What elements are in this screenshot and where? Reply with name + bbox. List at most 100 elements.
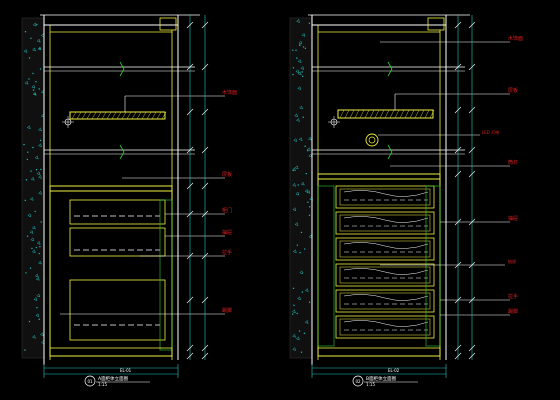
shelf-hatch-line (101, 111, 107, 120)
hatch-dot (25, 179, 28, 181)
dim-tick (186, 296, 194, 304)
right-wall-hatch-dots (291, 18, 314, 353)
dim-tick (468, 352, 476, 360)
hatch-triangle (295, 69, 300, 74)
hatch-dot (28, 78, 30, 80)
hatch-dot (34, 210, 36, 213)
hatch-triangle (26, 125, 31, 130)
dim-tick (201, 21, 209, 29)
hatch-triangle (294, 222, 299, 226)
right-elevation: 木饰面 层板 LED 灯带 筒灯 抽屉 抽屉 拉手 踢脚 (289, 14, 523, 387)
hatch-dot (26, 235, 29, 237)
hatch-triangle (33, 297, 38, 301)
hatch-dot (36, 307, 38, 309)
dim-tick (454, 261, 462, 269)
left-shelf-hatch (71, 111, 167, 120)
hatch-triangle (304, 188, 309, 193)
hatch-dot (32, 72, 34, 75)
right-title: B面柜体立面图 (366, 375, 397, 382)
hatch-dot (296, 244, 298, 246)
shelf-hatch-line (424, 109, 430, 119)
shelf-hatch-line (111, 111, 117, 120)
left-plinth (49, 347, 173, 357)
hatch-triangle (35, 313, 40, 317)
right-callout-2: 层板 (508, 87, 518, 94)
drawer-inner (339, 240, 431, 258)
right-break-symbol-2 (387, 144, 393, 160)
hatch-dot (307, 201, 309, 203)
hatch-triangle (296, 18, 301, 23)
hatch-triangle (295, 117, 300, 122)
hatch-dot (301, 75, 304, 78)
dim-tick (186, 146, 194, 154)
hatch-triangle (38, 190, 42, 195)
right-callout-7: 踢脚 (508, 308, 518, 315)
dim-tick (186, 182, 194, 190)
right-callout-5: 抽屉 (508, 258, 516, 264)
shelf-hatch-line (359, 109, 365, 119)
dim-tick (468, 170, 476, 178)
right-downlight-outer (365, 133, 379, 147)
drawer-side-panel (317, 185, 335, 347)
hatch-dot (39, 245, 41, 248)
drawer-front (335, 237, 435, 261)
left-door (69, 279, 166, 341)
hatch-triangle (38, 127, 42, 132)
left-break-symbol-2 (119, 144, 125, 160)
hatch-triangle (31, 84, 36, 89)
hatch-triangle (304, 319, 309, 324)
hatch-dot (40, 221, 42, 223)
hatch-dot (304, 248, 306, 250)
right-callout-1: 木饰面 (508, 35, 523, 42)
hatch-triangle (32, 47, 36, 52)
dim-tick (186, 252, 194, 260)
drawer-grain (343, 242, 429, 249)
right-scale: 1:15 (366, 382, 375, 387)
hatch-dot (39, 47, 41, 50)
left-sheet-code: EL-01 (120, 368, 132, 373)
dim-tick (468, 21, 476, 29)
dim-tick (201, 296, 209, 304)
drawer-grain (343, 216, 429, 223)
hatch-triangle (292, 167, 296, 172)
hatch-dot (35, 169, 38, 171)
hatch-dot (26, 158, 29, 161)
hatch-dot (307, 150, 309, 152)
hatch-dot (29, 267, 32, 269)
dim-tick (468, 261, 476, 269)
shelf-hatch-line (419, 109, 425, 119)
hatch-dot (309, 206, 311, 208)
hatch-triangle (30, 176, 35, 181)
dim-tick (186, 21, 194, 29)
hatch-triangle (35, 276, 40, 281)
dim-tick (201, 108, 209, 116)
dim-tick (468, 63, 476, 71)
dim-tick (201, 352, 209, 360)
shelf-hatch-line (126, 111, 132, 120)
dim-tick (468, 296, 476, 304)
hatch-triangle (34, 155, 39, 160)
dim-tick (201, 63, 209, 71)
left-side-panel (159, 199, 173, 351)
hatch-dot (297, 184, 299, 186)
hatch-dot (35, 80, 37, 83)
right-countertop (317, 173, 441, 180)
hatch-dot (292, 287, 295, 290)
hatch-dot (299, 44, 301, 47)
hatch-triangle (29, 229, 34, 234)
right-callout-4: 抽屉 (508, 215, 518, 222)
shelf-hatch-line (414, 109, 420, 119)
right-dim-ticks (454, 21, 476, 360)
left-callout-5: 拉手 (222, 249, 232, 256)
shelf-hatch-line (116, 111, 122, 120)
hatch-triangle (32, 334, 36, 339)
hatch-triangle (301, 32, 306, 37)
shelf-hatch-line (121, 111, 127, 120)
hatch-dot (292, 73, 294, 76)
dim-tick (186, 344, 194, 352)
hatch-dot (25, 272, 27, 274)
hatch-triangle (300, 66, 305, 70)
hatch-triangle (299, 270, 304, 275)
hatch-dot (305, 172, 308, 175)
shelf-hatch-line (151, 111, 157, 120)
